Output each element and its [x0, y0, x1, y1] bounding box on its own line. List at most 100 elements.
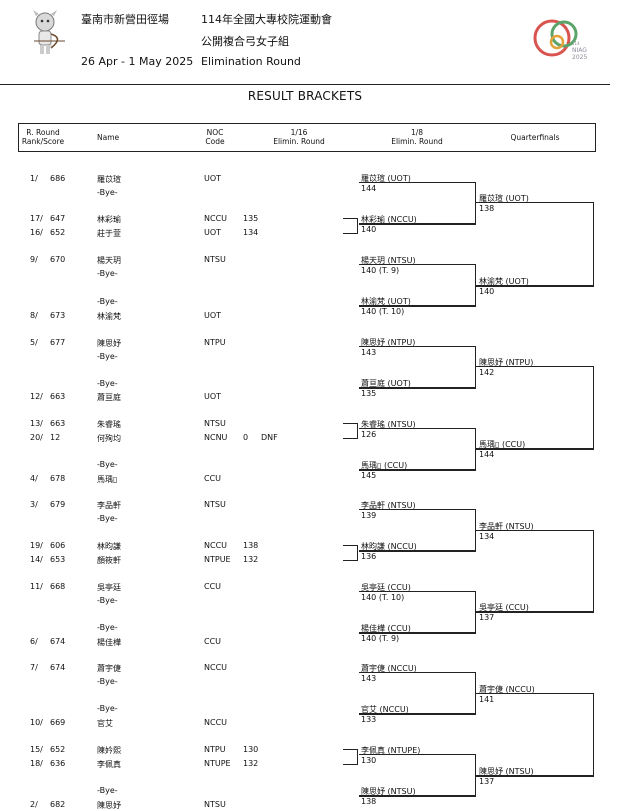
entry-name: -Bye- [97, 677, 118, 686]
r8-entry-line [359, 550, 476, 551]
r8-score: 143 [361, 674, 377, 683]
entry-rank: 20/ [30, 433, 43, 442]
entry-name: 馬瑀▯ [97, 475, 118, 484]
entry-rank: 12/ [30, 392, 43, 401]
col-rank-line1: R. Round [26, 128, 60, 137]
col-r8-line1: 1/8 [410, 128, 424, 137]
entry-rank: 16/ [30, 228, 43, 237]
qf-score: 142 [479, 368, 495, 377]
entry-noc: NCCU [204, 663, 228, 672]
r8-competitor-name: 陳思妤 (NTPU) [361, 338, 416, 347]
col-noc: NOC Code [197, 128, 233, 146]
r8-competitor-name: 李品軒 (NTSU) [361, 501, 416, 510]
entry-name: 楊佳樺 [97, 638, 121, 647]
entry-rank: 15/ [30, 745, 43, 754]
r8-entry-line [359, 469, 476, 470]
entry-score: 679 [50, 500, 66, 509]
entry-rank: 8/ [30, 311, 38, 320]
entry-score: 678 [50, 474, 66, 483]
r8-competitor-name: 官艾 (NCCU) [361, 705, 409, 714]
entry-noc: NTPUE [204, 555, 231, 564]
entry-name: 顏筱軒 [97, 556, 121, 565]
r8-score: 126 [361, 430, 377, 439]
entry-rank: 11/ [30, 582, 43, 591]
col-noc-line1: NOC [206, 128, 224, 137]
r8-entry-line [359, 713, 476, 714]
phase: Elimination Round [201, 55, 301, 68]
entry-name: -Bye- [97, 623, 118, 632]
col-rank: R. Round Rank/Score [18, 128, 68, 146]
entry-name: -Bye- [97, 352, 118, 361]
entry-noc: NTSU [204, 419, 226, 428]
entry-r16-score: 132 [243, 759, 259, 768]
qf-competitor-name: 陳思妤 (NTPU) [479, 358, 534, 367]
entry-rank: 6/ [30, 637, 38, 646]
niag-logo-icon [533, 19, 578, 57]
entry-name: -Bye- [97, 786, 118, 795]
entry-noc: NTSU [204, 255, 226, 264]
entry-note: DNF [261, 433, 278, 442]
entry-noc: UOT [204, 311, 222, 320]
mascot-archer-icon [33, 10, 65, 54]
category: 公開複合弓女子組 [201, 35, 289, 48]
r8-competitor-name: 陳思妤 (NTSU) [361, 787, 416, 796]
entry-name: 莊于萱 [97, 229, 121, 238]
entry-name: 李品軒 [97, 501, 121, 510]
r8-bracket [359, 754, 476, 797]
r8-to-qf-line [476, 611, 593, 612]
col-r16-line1: 1/16 [290, 128, 308, 137]
entry-rank: 18/ [30, 759, 43, 768]
r8-to-qf-line [476, 448, 593, 449]
entry-score: 663 [50, 419, 66, 428]
entry-name: 李佩真 [97, 760, 121, 769]
r8-bracket [359, 428, 476, 471]
entry-noc: CCU [204, 637, 222, 646]
col-r8-line2: Elimin. Round [391, 137, 443, 146]
r8-score: 140 (T. 10) [361, 593, 405, 602]
r8-entry-line [359, 223, 476, 224]
entry-name: -Bye- [97, 704, 118, 713]
entry-r16-score: 138 [243, 541, 259, 550]
col-name: Name [97, 133, 120, 142]
entry-score: 669 [50, 718, 66, 727]
qf-competitor-name: 李品軒 (NTSU) [479, 522, 534, 531]
entry-score: 12 [50, 433, 61, 442]
event-title: 114年全國大專校院運動會 [201, 13, 332, 26]
r8-competitor-name: 馬瑀▯ (CCU) [361, 461, 408, 470]
r16-bracket [343, 545, 358, 561]
qf-competitor-name: 蕭宇倢 (NCCU) [479, 685, 535, 694]
logo-text-year: 2025 [572, 54, 588, 61]
r8-competitor-name: 楊天玥 (NTSU) [361, 256, 416, 265]
entry-name: -Bye- [97, 460, 118, 469]
entry-rank: 19/ [30, 541, 43, 550]
r8-competitor-name: 林彩瑜 (NCCU) [361, 215, 417, 224]
entry-name: 陳妗熙 [97, 746, 121, 755]
entry-name: -Bye- [97, 514, 118, 523]
entry-score: 674 [50, 637, 66, 646]
entry-r16-score: 0 [243, 433, 249, 442]
entry-name: 官艾 [97, 719, 113, 728]
entry-name: 楊天玥 [97, 256, 121, 265]
r8-score: 138 [361, 797, 377, 806]
r8-score: 136 [361, 552, 377, 561]
r8-competitor-name: 林渝梵 (UOT) [361, 297, 411, 306]
r8-entry-line [359, 387, 476, 388]
qf-bracket [476, 202, 594, 287]
qf-score: 134 [479, 532, 495, 541]
qf-score: 144 [479, 450, 495, 459]
r8-score: 143 [361, 348, 377, 357]
entry-rank: 1/ [30, 174, 38, 183]
r8-score: 140 (T. 10) [361, 307, 405, 316]
entry-score: 663 [50, 392, 66, 401]
r8-competitor-name: 林昀謙 (NCCU) [361, 542, 417, 551]
qf-bracket [476, 366, 594, 450]
entry-name: 陳思妤 [97, 801, 121, 810]
entry-score: 670 [50, 255, 66, 264]
page-title: RESULT BRACKETS [247, 89, 363, 103]
column-header-row [18, 123, 596, 152]
entry-r16-score: 135 [243, 214, 259, 223]
qf-bracket [476, 530, 594, 613]
logo-text-niag: NIAG [572, 47, 587, 54]
entry-rank: 13/ [30, 419, 43, 428]
entry-rank: 17/ [30, 214, 43, 223]
